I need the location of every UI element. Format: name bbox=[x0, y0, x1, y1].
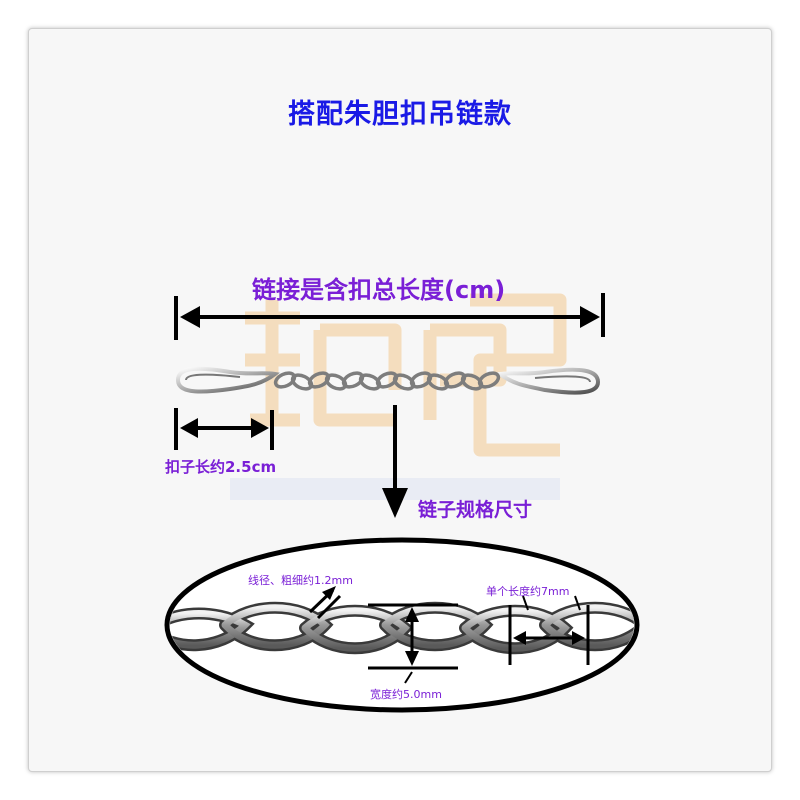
spec-down-arrow bbox=[382, 405, 408, 518]
clasp-length-label: 扣子长约2.5cm bbox=[165, 458, 277, 476]
wire-diameter-label: 线径、粗细约1.2mm bbox=[248, 574, 353, 587]
chain-spec-label: 链子规格尺寸 bbox=[418, 499, 533, 521]
chain-with-clasps bbox=[175, 366, 601, 395]
width-label: 宽度约5.0mm bbox=[370, 688, 442, 701]
page-title: 搭配朱胆扣吊链款 bbox=[288, 99, 512, 130]
total-length-label: 链接是含扣总长度(cm) bbox=[252, 276, 506, 304]
magnified-chain-oval bbox=[164, 537, 640, 713]
total-length-arrow bbox=[174, 293, 605, 340]
clasp-length-arrow bbox=[174, 408, 274, 450]
link-length-label: 单个长度约7mm bbox=[486, 585, 570, 598]
